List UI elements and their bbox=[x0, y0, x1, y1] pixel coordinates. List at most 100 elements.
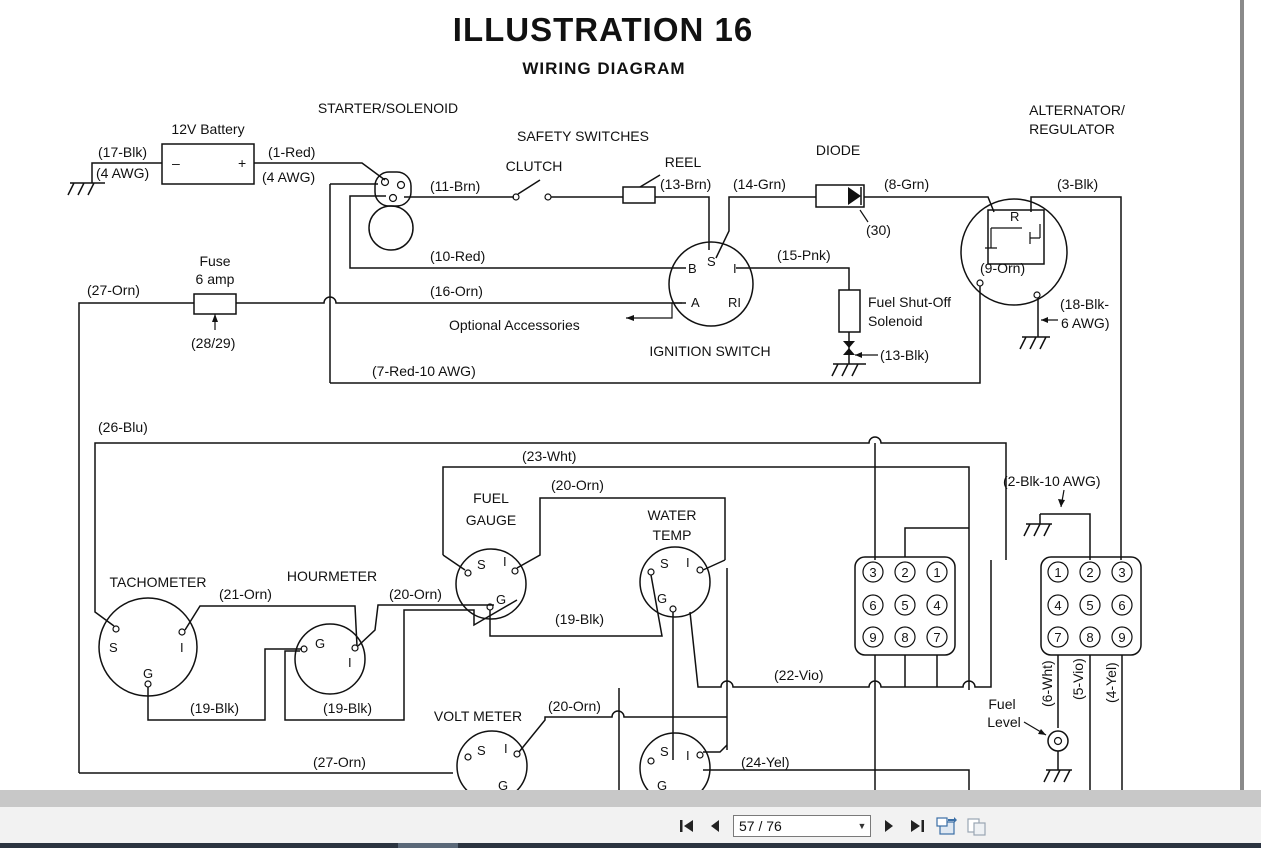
prev-page-icon bbox=[711, 820, 719, 832]
lower-gauge-terminal-s: S bbox=[660, 744, 669, 759]
fuel-gauge-label-2: GAUGE bbox=[466, 512, 517, 528]
wire-7-red: (7-Red-10 AWG) bbox=[372, 363, 476, 379]
ignition-switch-label: IGNITION SWITCH bbox=[649, 343, 770, 359]
connector-right-pin-4: 4 bbox=[1054, 598, 1061, 613]
wire-19-blk-a: (19-Blk) bbox=[555, 611, 604, 627]
fit-page-button[interactable] bbox=[936, 813, 958, 839]
hourmeter-label: HOURMETER bbox=[287, 568, 377, 584]
two-page-button[interactable] bbox=[966, 813, 988, 839]
lower-gauge: S I G bbox=[639, 732, 711, 790]
wire-13-brn: (13-Brn) bbox=[660, 176, 711, 192]
ign-terminal-a: A bbox=[691, 295, 700, 310]
alternator-label-1: ALTERNATOR/ bbox=[1029, 102, 1125, 118]
fit-page-icon bbox=[936, 817, 957, 835]
reel-switch bbox=[622, 186, 656, 204]
wire-23-wht: (23-Wht) bbox=[522, 448, 576, 464]
ign-terminal-s: S bbox=[707, 254, 716, 269]
water-temp-terminal-s: S bbox=[660, 556, 669, 571]
fuel-shutoff-line2: Solenoid bbox=[868, 313, 923, 329]
wire-10-red: (10-Red) bbox=[430, 248, 485, 264]
page-number-select[interactable]: 57 / 76 ▼ bbox=[733, 815, 871, 837]
connector-right-pin-2: 2 bbox=[1086, 565, 1093, 580]
wire-8-grn: (8-Grn) bbox=[884, 176, 929, 192]
hourmeter: G I bbox=[294, 623, 366, 695]
document-viewer: ILLUSTRATION 16 WIRING DIAGRAM 12V Batte… bbox=[67, 11, 1142, 790]
wire-2-blk: (2-Blk-10 AWG) bbox=[1003, 473, 1101, 489]
wire-19-blk-c: (19-Blk) bbox=[323, 700, 372, 716]
wire-9-orn: (9-Orn) bbox=[980, 260, 1025, 276]
battery: 12V Battery – + bbox=[161, 121, 255, 185]
wire-26-blu: (26-Blu) bbox=[98, 419, 148, 435]
connector-right-pin-1: 1 bbox=[1054, 565, 1061, 580]
clutch-label: CLUTCH bbox=[506, 158, 563, 174]
safety-switches-label: SAFETY SWITCHES bbox=[517, 128, 649, 144]
connector-left-pin-7: 9 bbox=[869, 630, 876, 645]
next-page-button[interactable] bbox=[878, 813, 900, 839]
ign-terminal-ri: RI bbox=[728, 295, 741, 310]
connector-left-pin-5: 5 bbox=[901, 598, 908, 613]
water-temp-terminal-i: I bbox=[686, 555, 690, 570]
fuel-shutoff-line1: Fuel Shut-Off bbox=[868, 294, 951, 310]
wire-20-orn-a: (20-Orn) bbox=[551, 477, 604, 493]
wire-4-awg-a: (4 AWG) bbox=[96, 165, 149, 181]
volt-meter: S I G bbox=[456, 730, 528, 790]
hourmeter-terminal-i: I bbox=[348, 655, 352, 670]
chevron-down-icon: ▼ bbox=[857, 821, 867, 831]
next-page-icon bbox=[885, 820, 893, 832]
connector-left-pin-4: 6 bbox=[869, 598, 876, 613]
wire-18-blk-2: 6 AWG) bbox=[1061, 315, 1110, 331]
fuel-gauge: S I G bbox=[455, 548, 527, 620]
wire-18-blk-1: (18-Blk- bbox=[1060, 296, 1109, 312]
first-page-icon bbox=[680, 820, 693, 832]
battery-minus: – bbox=[172, 155, 180, 171]
water-temp-terminal-g: G bbox=[657, 591, 667, 606]
connector-right-pin-6: 6 bbox=[1118, 598, 1125, 613]
wire-22-vio: (22-Vio) bbox=[774, 667, 824, 683]
wire-17-blk: (17-Blk) bbox=[98, 144, 147, 160]
volt-meter-terminal-s: S bbox=[477, 743, 486, 758]
taskbar-active-tab[interactable] bbox=[398, 843, 458, 848]
prev-page-button[interactable] bbox=[704, 813, 726, 839]
wire-24-yel: (24-Yel) bbox=[741, 754, 790, 770]
tachometer: S I G bbox=[98, 597, 198, 697]
lower-gauge-terminal-i: I bbox=[686, 748, 690, 763]
connector-right-pin-8: 8 bbox=[1086, 630, 1093, 645]
fuel-gauge-label-1: FUEL bbox=[473, 490, 509, 506]
fuse-label-1: Fuse bbox=[199, 253, 230, 269]
connector-left-pin-2: 2 bbox=[901, 565, 908, 580]
connector-left-pin-8: 8 bbox=[901, 630, 908, 645]
page-indicator: 57 / 76 bbox=[739, 818, 782, 834]
fuse-ref: (28/29) bbox=[191, 335, 235, 351]
first-page-button[interactable] bbox=[676, 813, 698, 839]
wire-27-orn-a: (27-Orn) bbox=[87, 282, 140, 298]
wire-5-vio: (5-Vio) bbox=[1070, 658, 1086, 700]
connector-right-pin-9: 9 bbox=[1118, 630, 1125, 645]
ignition-switch: B S I A RI IGNITION SWITCH bbox=[649, 241, 771, 359]
water-temp-label-2: TEMP bbox=[653, 527, 692, 543]
battery-plus: + bbox=[238, 155, 246, 171]
connector-left-pin-3: 1 bbox=[933, 565, 940, 580]
battery-label: 12V Battery bbox=[171, 121, 244, 137]
connector-right: 1 2 3 4 5 6 7 8 9 bbox=[1040, 556, 1142, 656]
optional-accessories-label: Optional Accessories bbox=[449, 317, 580, 333]
wiring-diagram: ILLUSTRATION 16 WIRING DIAGRAM 12V Batte… bbox=[67, 11, 1142, 790]
last-page-button[interactable] bbox=[906, 813, 928, 839]
volt-meter-label: VOLT METER bbox=[434, 708, 522, 724]
wire-27-orn-b: (27-Orn) bbox=[313, 754, 366, 770]
starter-label: STARTER/SOLENOID bbox=[318, 100, 458, 116]
connector-right-pin-5: 5 bbox=[1086, 598, 1093, 613]
wire-11-brn: (11-Brn) bbox=[430, 178, 480, 194]
fuel-gauge-terminal-i: I bbox=[503, 554, 507, 569]
reel-label: REEL bbox=[665, 154, 702, 170]
fuel-gauge-terminal-g: G bbox=[496, 592, 506, 607]
fuel-level-label-2: Level bbox=[987, 714, 1020, 730]
page-title: ILLUSTRATION 16 bbox=[453, 11, 753, 48]
ign-terminal-b: B bbox=[688, 261, 697, 276]
lower-gauge-terminal-g: G bbox=[657, 778, 667, 790]
wire-13-blk: (13-Blk) bbox=[880, 347, 929, 363]
connector-left-pin-6: 4 bbox=[933, 598, 940, 613]
clutch-switch bbox=[512, 179, 552, 201]
diode-ref: (30) bbox=[866, 222, 891, 238]
scrollbar-track[interactable] bbox=[1240, 0, 1261, 790]
tach-terminal-i: I bbox=[180, 640, 184, 655]
